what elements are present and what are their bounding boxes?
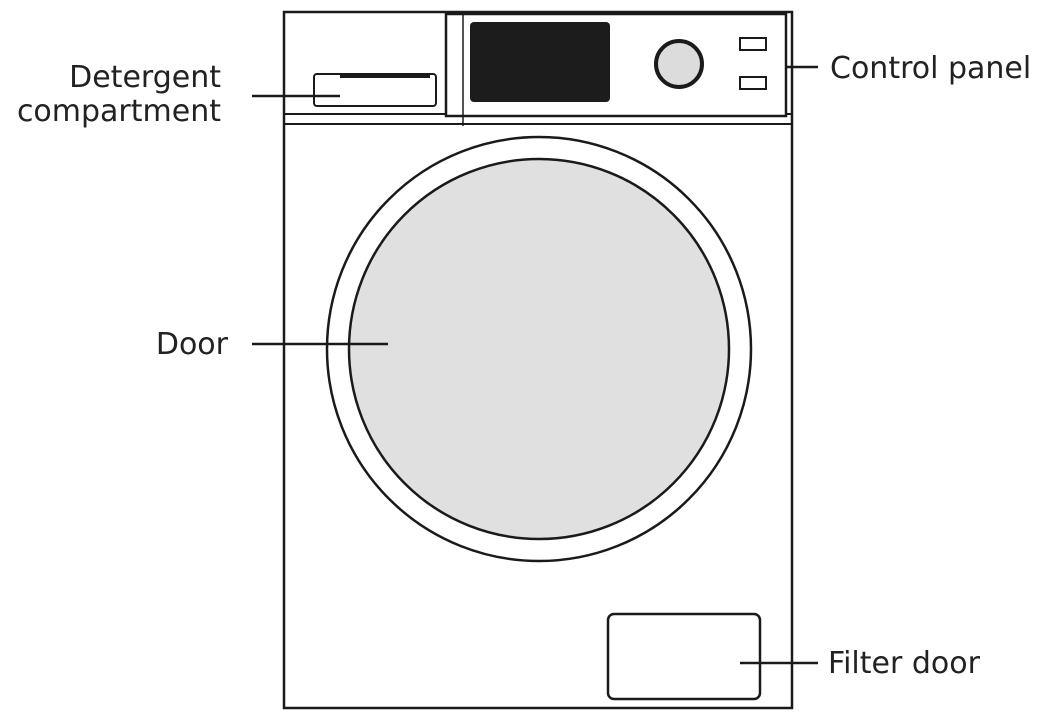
- label-door: Door: [156, 327, 229, 362]
- display-screen: [470, 22, 610, 102]
- washing-machine: [282, 10, 794, 710]
- label-detergent-line2: compartment: [17, 94, 221, 129]
- control-button-top: [739, 37, 767, 51]
- detergent-drawer: [313, 73, 437, 107]
- door-glass: [347, 157, 731, 541]
- label-filter-door: Filter door: [828, 646, 981, 681]
- label-detergent-line1: Detergent: [69, 60, 221, 95]
- label-control-panel: Control panel: [830, 51, 1031, 86]
- program-knob: [654, 39, 704, 89]
- control-button-bottom: [739, 76, 767, 90]
- filter-door: [606, 612, 762, 701]
